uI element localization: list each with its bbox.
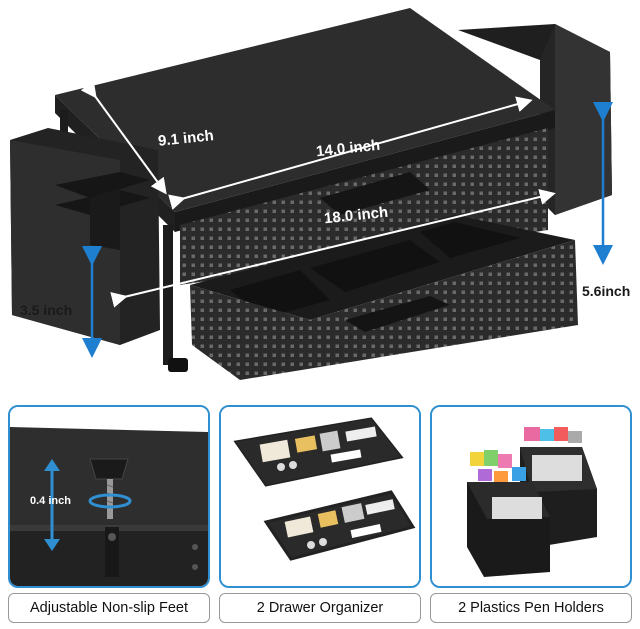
monitor-stand-illustration	[10, 8, 613, 380]
drawer-panel	[219, 405, 421, 588]
pen-holder-illustration	[432, 407, 630, 586]
drawer-organizer-illustration	[221, 407, 419, 586]
drawer-tray-bottom	[263, 490, 416, 561]
drawer-tray-top	[233, 417, 404, 487]
side-height-label: 3.5 inch	[20, 302, 73, 318]
drawer-caption: 2 Drawer Organizer	[219, 593, 421, 623]
feet-panel: 0.4 inch	[8, 405, 210, 588]
pen-holder-front	[467, 450, 550, 577]
foot-adjust-label: 0.4 inch	[30, 495, 71, 507]
pen-panel	[430, 405, 632, 588]
pen-caption: 2 Plastics Pen Holders	[430, 593, 632, 623]
adjustable-foot-illustration	[10, 407, 208, 586]
product-hero: 9.1 inch 14.0 inch 18.0 inch 3.5 inch 5.…	[10, 8, 631, 380]
total-height-label: 5.6inch	[582, 283, 631, 299]
feet-caption: Adjustable Non-slip Feet	[8, 593, 210, 623]
